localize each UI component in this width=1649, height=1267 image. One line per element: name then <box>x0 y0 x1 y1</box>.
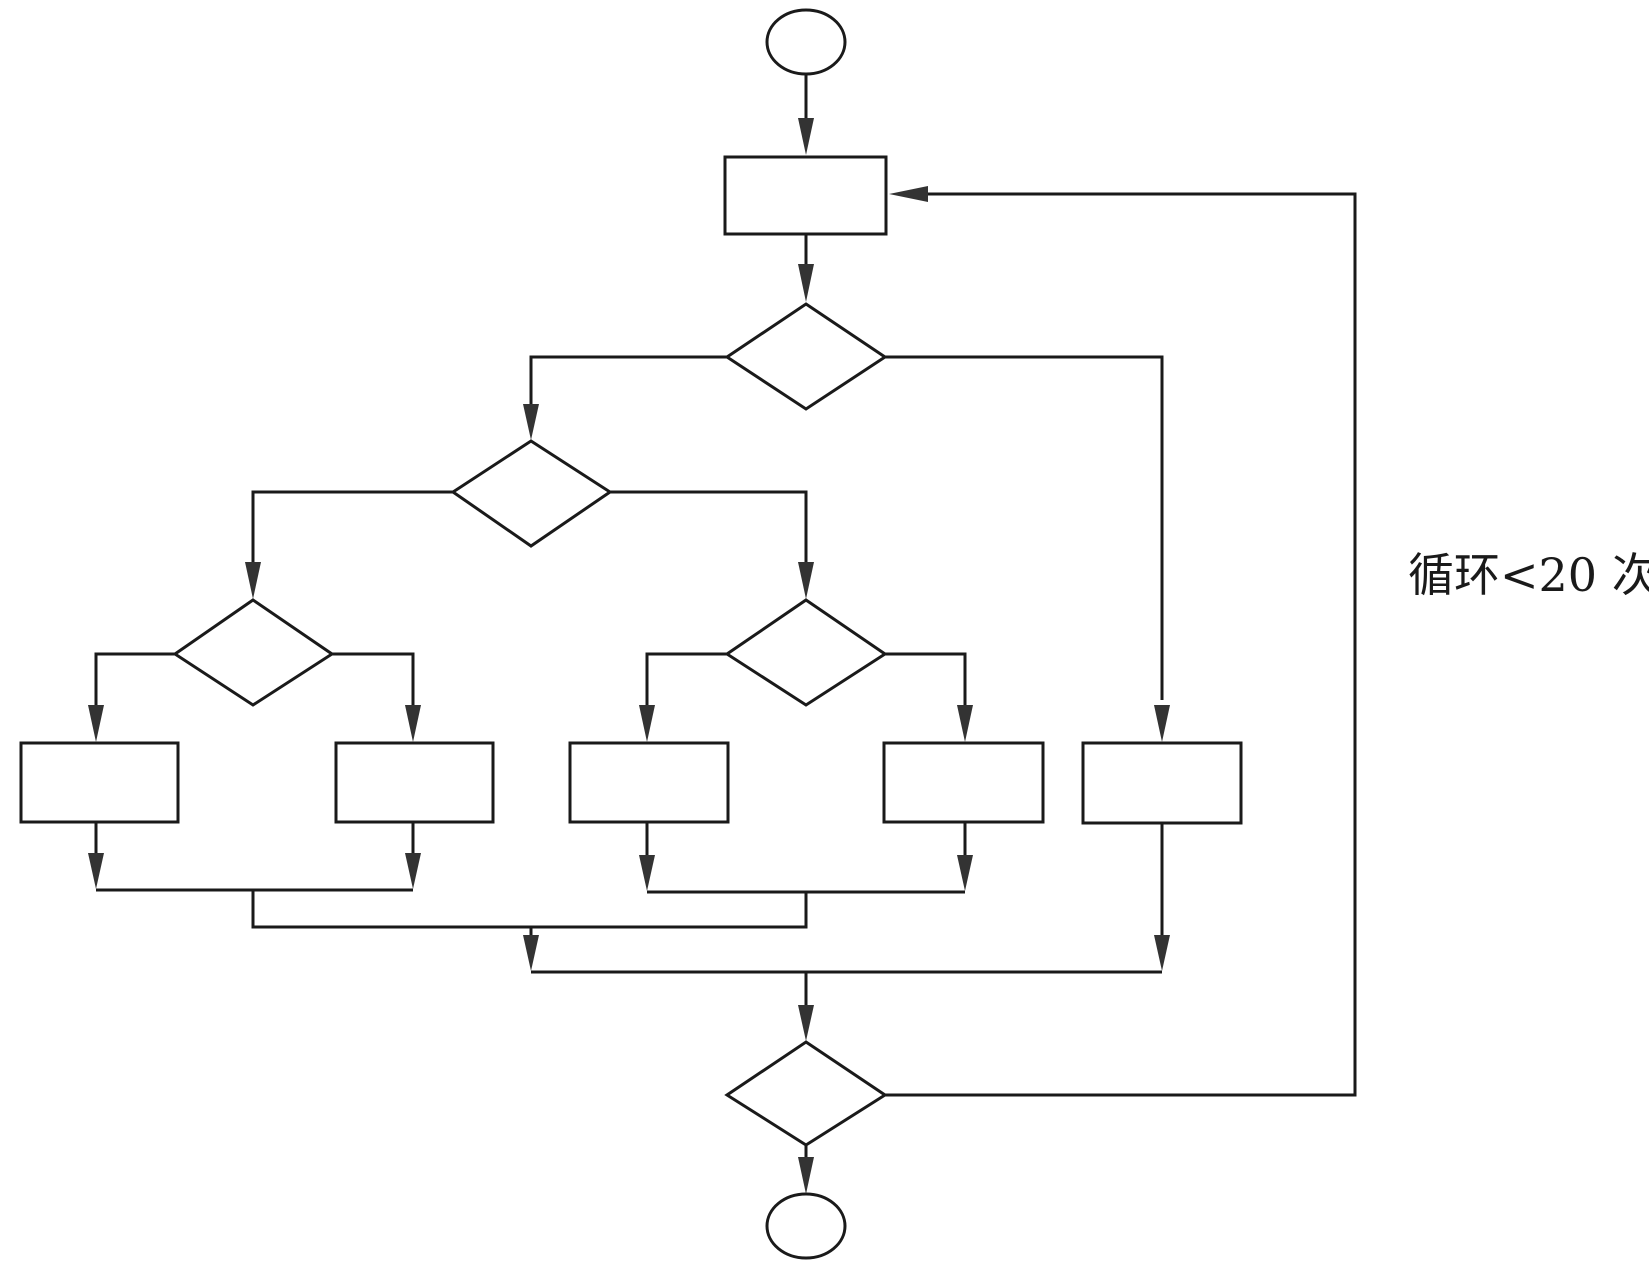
arrowhead-loop-back <box>889 186 928 202</box>
process-box-1 <box>19 741 180 824</box>
arrowhead-into-box2 <box>405 705 421 742</box>
process-box-5 <box>1081 741 1243 825</box>
arrowhead-box1-merge <box>88 853 104 889</box>
arrowhead-box2-merge <box>405 853 421 889</box>
connector-mid-decision-right <box>610 490 808 567</box>
arrowhead-box4-merge <box>957 855 973 891</box>
start-terminal <box>765 8 847 76</box>
loop-condition-label: 循环<20 次 <box>1408 548 1649 602</box>
arrowheads <box>88 118 1170 1194</box>
decision-diamond-middle <box>450 439 613 548</box>
arrowhead-into-lower-right-decision <box>798 562 814 599</box>
arrowhead-box5-merge <box>1154 935 1170 971</box>
arrowhead-into-box3 <box>639 705 655 742</box>
arrowhead-box3-merge <box>639 855 655 891</box>
arrowhead-into-end <box>798 1157 814 1194</box>
arrowhead-into-final-decision <box>798 1005 814 1041</box>
arrowhead-into-box1 <box>88 705 104 742</box>
connector-right-decision-right <box>885 652 967 710</box>
loop-back-connector <box>885 192 1357 1097</box>
connector-top-decision-left <box>529 355 727 410</box>
end-terminal <box>765 1192 847 1260</box>
process-box-2 <box>334 741 495 824</box>
decision-diamond-lower-right <box>724 598 888 707</box>
decision-diamond-final <box>724 1040 888 1147</box>
arrowhead-into-box4 <box>957 705 973 742</box>
connector-right-decision-left <box>645 652 727 710</box>
decision-diamond-lower-left <box>172 598 335 707</box>
arrowhead-into-box5 <box>1154 705 1170 742</box>
connector-top-decision-right <box>885 355 1164 700</box>
connector-left-decision-right <box>332 652 415 710</box>
arrowhead-into-process <box>798 118 814 155</box>
process-box-4 <box>882 741 1045 824</box>
process-box-top <box>723 155 888 236</box>
process-box-3 <box>568 741 730 824</box>
arrowhead-merge-left-main <box>523 935 539 971</box>
arrowhead-into-top-decision <box>798 264 814 302</box>
arrowhead-into-lower-left-decision <box>245 562 261 599</box>
connector-mid-decision-left <box>251 490 453 567</box>
nodes <box>19 8 1243 1260</box>
merge-connector-left <box>251 890 531 929</box>
connector-left-decision-left <box>94 652 175 710</box>
arrowhead-into-mid-decision <box>523 404 539 440</box>
merge-connector-right <box>531 892 808 929</box>
decision-diamond-top <box>724 302 888 411</box>
